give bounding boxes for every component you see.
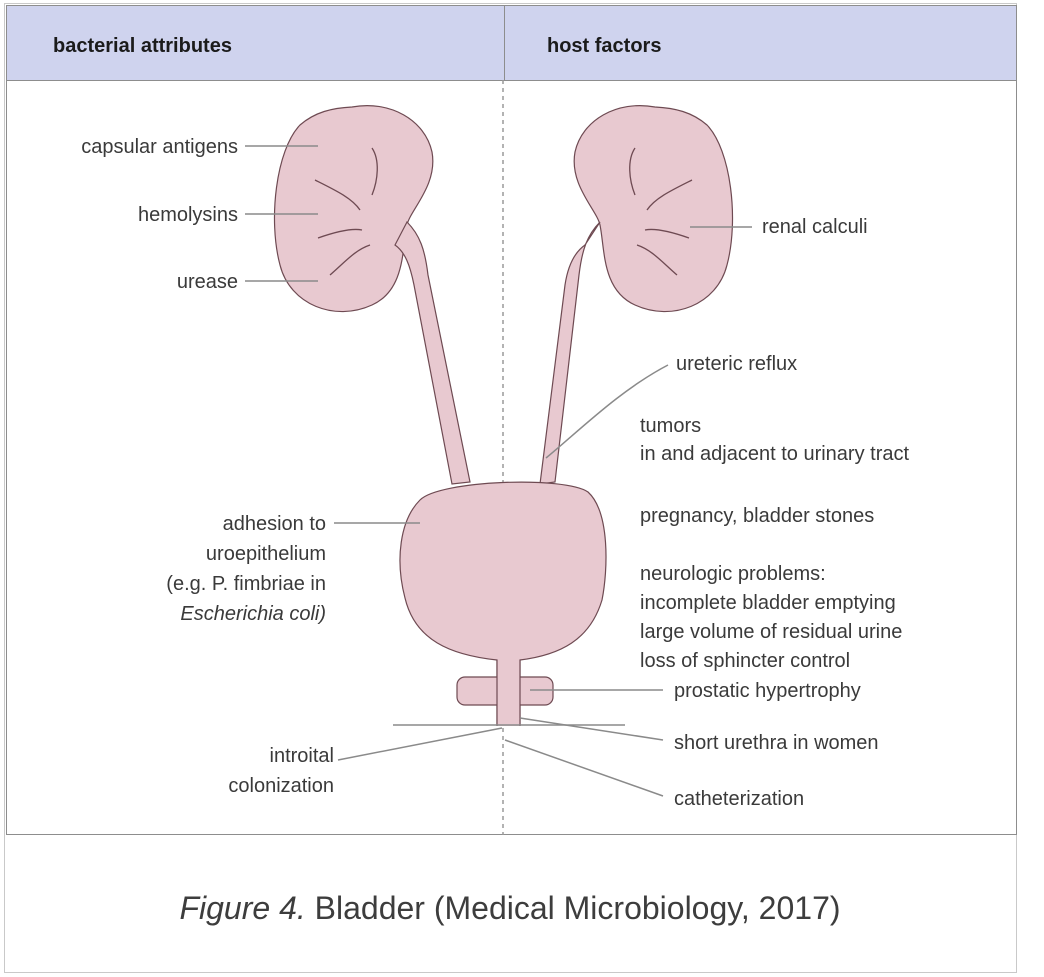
right-ureter (540, 222, 600, 484)
label-prostatic: prostatic hypertrophy (674, 680, 861, 702)
right-kidney (574, 106, 732, 312)
caption-figure-number: Figure 4. (179, 890, 305, 926)
label-catheterization: catheterization (674, 788, 804, 810)
label-ureteric-reflux: ureteric reflux (676, 353, 797, 375)
label-capsular-antigens: capsular antigens (81, 136, 238, 158)
label-short-urethra: short urethra in women (674, 732, 879, 754)
label-introital-2: colonization (228, 775, 334, 797)
label-neuro-2: incomplete bladder emptying (640, 592, 896, 614)
label-neuro-3: large volume of residual urine (640, 621, 902, 643)
label-hemolysins: hemolysins (138, 204, 238, 226)
label-adhesion-4: Escherichia coli) (180, 603, 326, 625)
label-adhesion-2: uroepithelium (206, 543, 326, 565)
label-introital-1: introital (270, 745, 334, 767)
label-pregnancy: pregnancy, bladder stones (640, 505, 874, 527)
label-urease: urease (177, 271, 238, 293)
left-ureter (395, 222, 470, 484)
urethra (497, 660, 520, 726)
leader-catheter (505, 740, 663, 796)
leader-introital (338, 728, 502, 760)
label-adhesion-3: (e.g. P. fimbriae in (166, 573, 326, 595)
caption-text: Bladder (Medical Microbiology, 2017) (306, 890, 841, 926)
label-renal-calculi: renal calculi (762, 216, 868, 238)
label-neuro-4: loss of sphincter control (640, 650, 850, 672)
label-tumors-2: in and adjacent to urinary tract (640, 443, 909, 465)
leader-urethra (520, 718, 663, 740)
label-adhesion-1: adhesion to (223, 513, 326, 535)
label-tumors-1: tumors (640, 415, 701, 437)
figure-caption: Figure 4. Bladder (Medical Microbiology,… (0, 890, 1020, 927)
label-neuro-1: neurologic problems: (640, 563, 826, 585)
